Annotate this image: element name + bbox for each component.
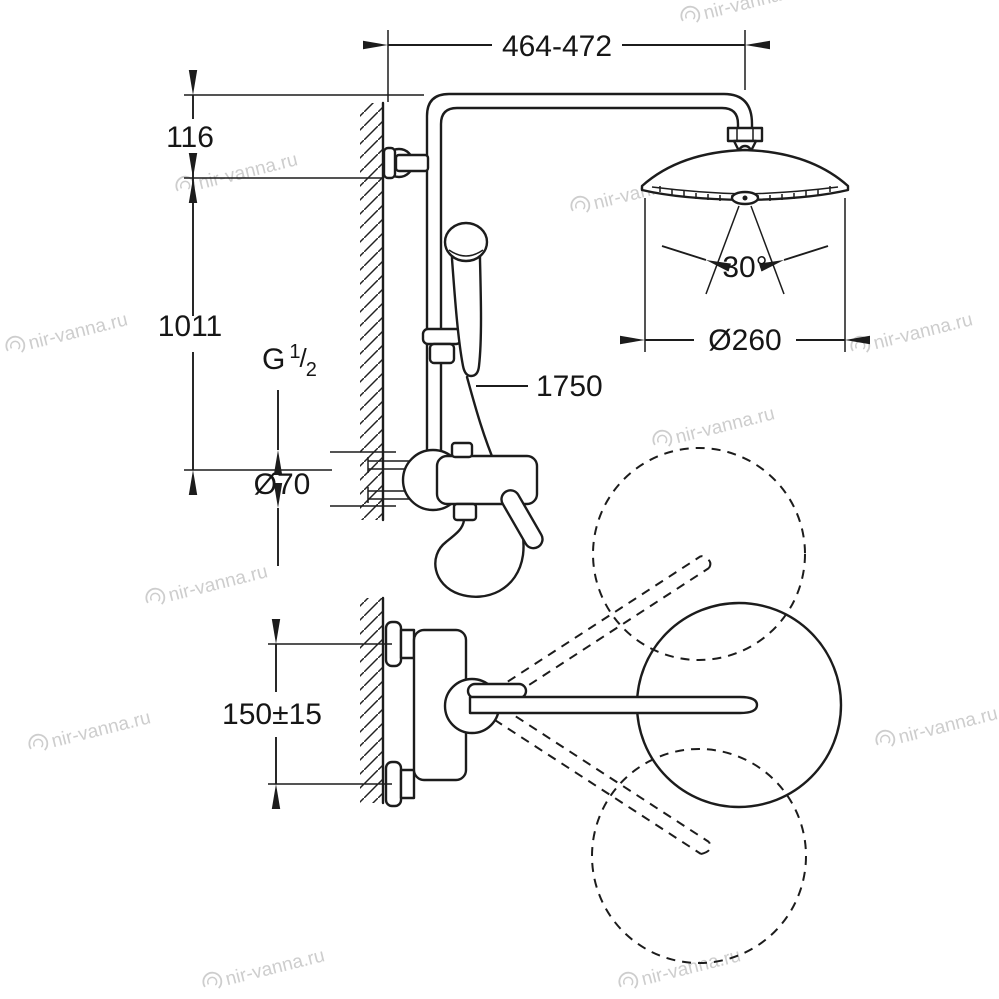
dimension-spray-angle: 30° — [661, 245, 829, 284]
bracket-arm — [394, 153, 430, 173]
wall-bracket-top — [382, 146, 430, 180]
watermark: nir-vanna.ru — [616, 945, 743, 993]
holder-plate — [421, 327, 463, 346]
watermark: nir-vanna.ru — [678, 0, 805, 27]
riser-outer-line — [425, 92, 754, 454]
dimension-top-offset: 116 — [166, 70, 424, 203]
watermark-text: nir-vanna.ru — [196, 149, 299, 194]
dimension-total-height: 1011 — [158, 153, 332, 495]
hand-shower-holder — [421, 327, 463, 365]
inlet-nut-bottom — [399, 768, 416, 800]
hand-shower — [443, 221, 489, 378]
bracket-wall-plate — [382, 146, 397, 180]
top-width-label: 464-472 — [502, 30, 612, 63]
wall-hatching-lower — [360, 598, 383, 803]
mixer-front-view — [367, 441, 544, 550]
watermark: nir-vanna.ru — [650, 403, 777, 451]
dimension-supply-diameter: Ø70 — [254, 390, 396, 566]
dimension-top-width: 464-472 — [363, 30, 770, 102]
watermark: nir-vanna.ru — [3, 309, 130, 357]
shower-riser-pipe — [425, 92, 754, 454]
watermark-text: nir-vanna.ru — [673, 403, 776, 448]
hose-outlet — [452, 502, 478, 522]
mixer-body — [435, 454, 539, 506]
head-diameter-label: Ø260 — [708, 324, 781, 357]
mixer-lever-handle — [500, 489, 544, 550]
hand-shower-head — [443, 221, 489, 263]
spray-angle-label: 30° — [722, 251, 767, 284]
thread-slash: / — [299, 343, 307, 373]
nut-facets — [736, 128, 754, 141]
watermark: nir-vanna.ru — [200, 945, 327, 993]
wall-lower — [360, 596, 385, 805]
hand-shower-face-line — [448, 249, 484, 257]
tub-spout — [468, 695, 759, 715]
head-center-dot — [742, 195, 748, 201]
watermark: nir-vanna.ru — [143, 561, 270, 609]
watermark-text: nir-vanna.ru — [896, 703, 999, 748]
swivel-circle-lower — [591, 748, 807, 964]
diverter-knob — [450, 441, 474, 459]
mixer-side-view — [384, 620, 759, 808]
total-height-label: 1011 — [158, 310, 223, 343]
holder-block — [428, 342, 456, 365]
watermark-text: nir-vanna.ru — [871, 309, 974, 354]
inlet-nut-top — [399, 628, 416, 660]
dimension-head-diameter: Ø260 — [620, 198, 870, 357]
top-offset-label: 116 — [166, 121, 214, 154]
thread-denominator: 2 — [306, 359, 317, 381]
watermark-text: nir-vanna.ru — [223, 945, 326, 990]
head-dome — [640, 148, 850, 202]
angle-arrow — [661, 245, 732, 272]
thread-g: G — [262, 343, 285, 376]
spout-position-lower — [480, 698, 712, 855]
dimension-inlet-distance: 150±15 — [222, 619, 392, 809]
angle-arrow — [758, 245, 829, 272]
hose-length-label: 1750 — [536, 370, 603, 403]
watermark-text: nir-vanna.ru — [701, 0, 804, 24]
supply-pipes — [367, 457, 410, 503]
watermark-text: nir-vanna.ru — [639, 945, 742, 990]
swivel-circle-upper — [592, 447, 806, 661]
wall-upper — [360, 101, 385, 522]
watermark-text: nir-vanna.ru — [26, 309, 129, 354]
thread-numerator: 1 — [289, 341, 300, 363]
head-connection-nut — [726, 126, 764, 143]
watermark: nir-vanna.ru — [26, 707, 153, 755]
watermark: nir-vanna.ru — [873, 703, 999, 751]
watermark-text: nir-vanna.ru — [166, 561, 269, 606]
watermark: nir-vanna.ru — [848, 309, 975, 357]
dimension-hose-length: 1750 — [476, 370, 603, 403]
shower-hose — [434, 375, 525, 598]
hand-shower-handle — [450, 253, 483, 378]
spout-position-upper — [480, 555, 712, 712]
inlet-distance-label: 150±15 — [222, 698, 322, 731]
supply-diameter-label: Ø70 — [254, 468, 311, 501]
watermark-text: nir-vanna.ru — [49, 707, 152, 752]
rain-shower-head — [640, 126, 850, 295]
riser-inner-line — [439, 106, 740, 454]
spray-cone-lines — [705, 205, 785, 295]
wall-hatching — [360, 103, 383, 520]
